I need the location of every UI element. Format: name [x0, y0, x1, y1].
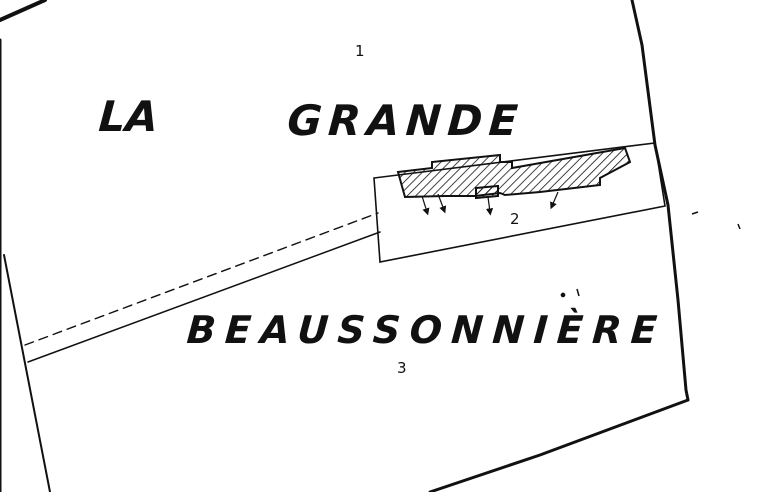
left-inner-boundary: [3, 254, 51, 492]
access-arrows: [421, 191, 559, 216]
parcel-number-2: 2: [510, 210, 520, 228]
place-name-beaussonniere: BEAUSSONNIÈRE: [185, 308, 658, 352]
parcel-2: [373, 142, 666, 263]
place-name-grande: GRANDE: [286, 96, 520, 145]
building-small-block: [475, 184, 499, 200]
dashed-line: [24, 212, 379, 346]
bottom-boundary: [428, 398, 690, 492]
right-boundary: [630, 0, 690, 402]
road-line: [27, 231, 381, 363]
parcel-boundaries: [0, 0, 690, 492]
place-name-la: LA: [97, 92, 160, 141]
building-hatched: [396, 146, 632, 199]
buildings: [396, 146, 632, 200]
top-left-boundary: [0, 0, 47, 22]
parcel-number-3: 3: [397, 359, 407, 377]
parcel-number-1: 1: [355, 42, 365, 60]
stray-marks: [560, 211, 741, 298]
